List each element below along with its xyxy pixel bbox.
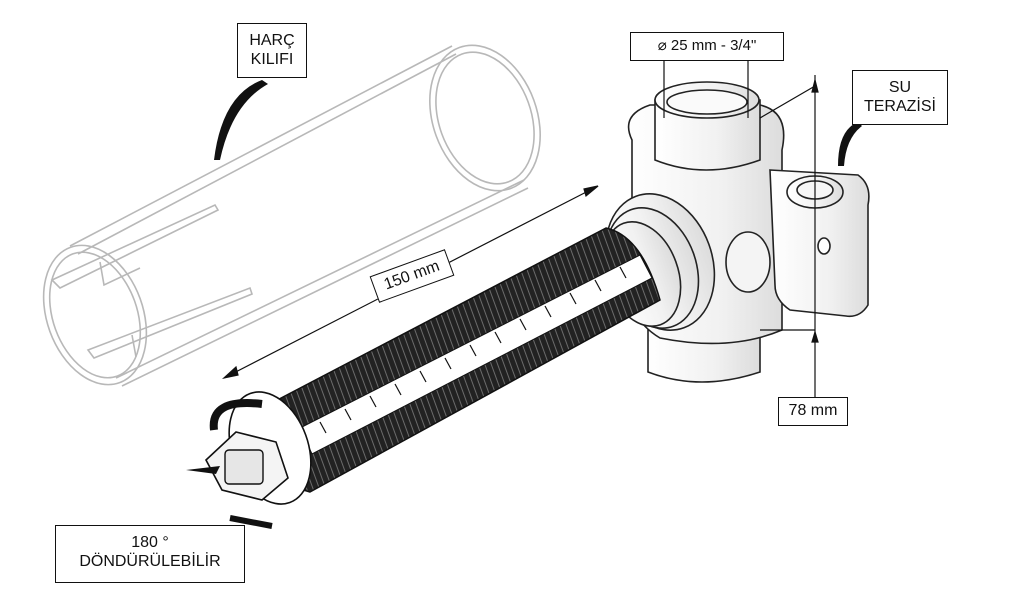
mortar-sleeve-label-line2: KILIFI <box>250 51 294 68</box>
mortar-sleeve-label-line1: HARÇ <box>249 32 295 49</box>
rotation-label: 180 ° DÖNDÜRÜLEBİLİR <box>55 525 245 583</box>
threaded-stem <box>205 227 661 529</box>
leader-lines <box>186 80 862 474</box>
rotation-label-line1: 180 ° <box>131 534 169 551</box>
rotation-label-line2: DÖNDÜRÜLEBİLİR <box>79 553 221 570</box>
spirit-level-label: SU TERAZİSİ <box>852 70 948 125</box>
spirit-level-label-line2: TERAZİSİ <box>863 98 936 115</box>
mortar-sleeve-label: HARÇ KILIFI <box>237 23 307 78</box>
depth-dimension-label: 78 mm <box>778 397 848 426</box>
valve-body <box>602 81 870 383</box>
mortar-sleeve <box>42 44 541 387</box>
spirit-level-label-line1: SU <box>888 79 912 96</box>
diameter-label: ⌀ 25 mm - 3/4" <box>630 32 784 61</box>
